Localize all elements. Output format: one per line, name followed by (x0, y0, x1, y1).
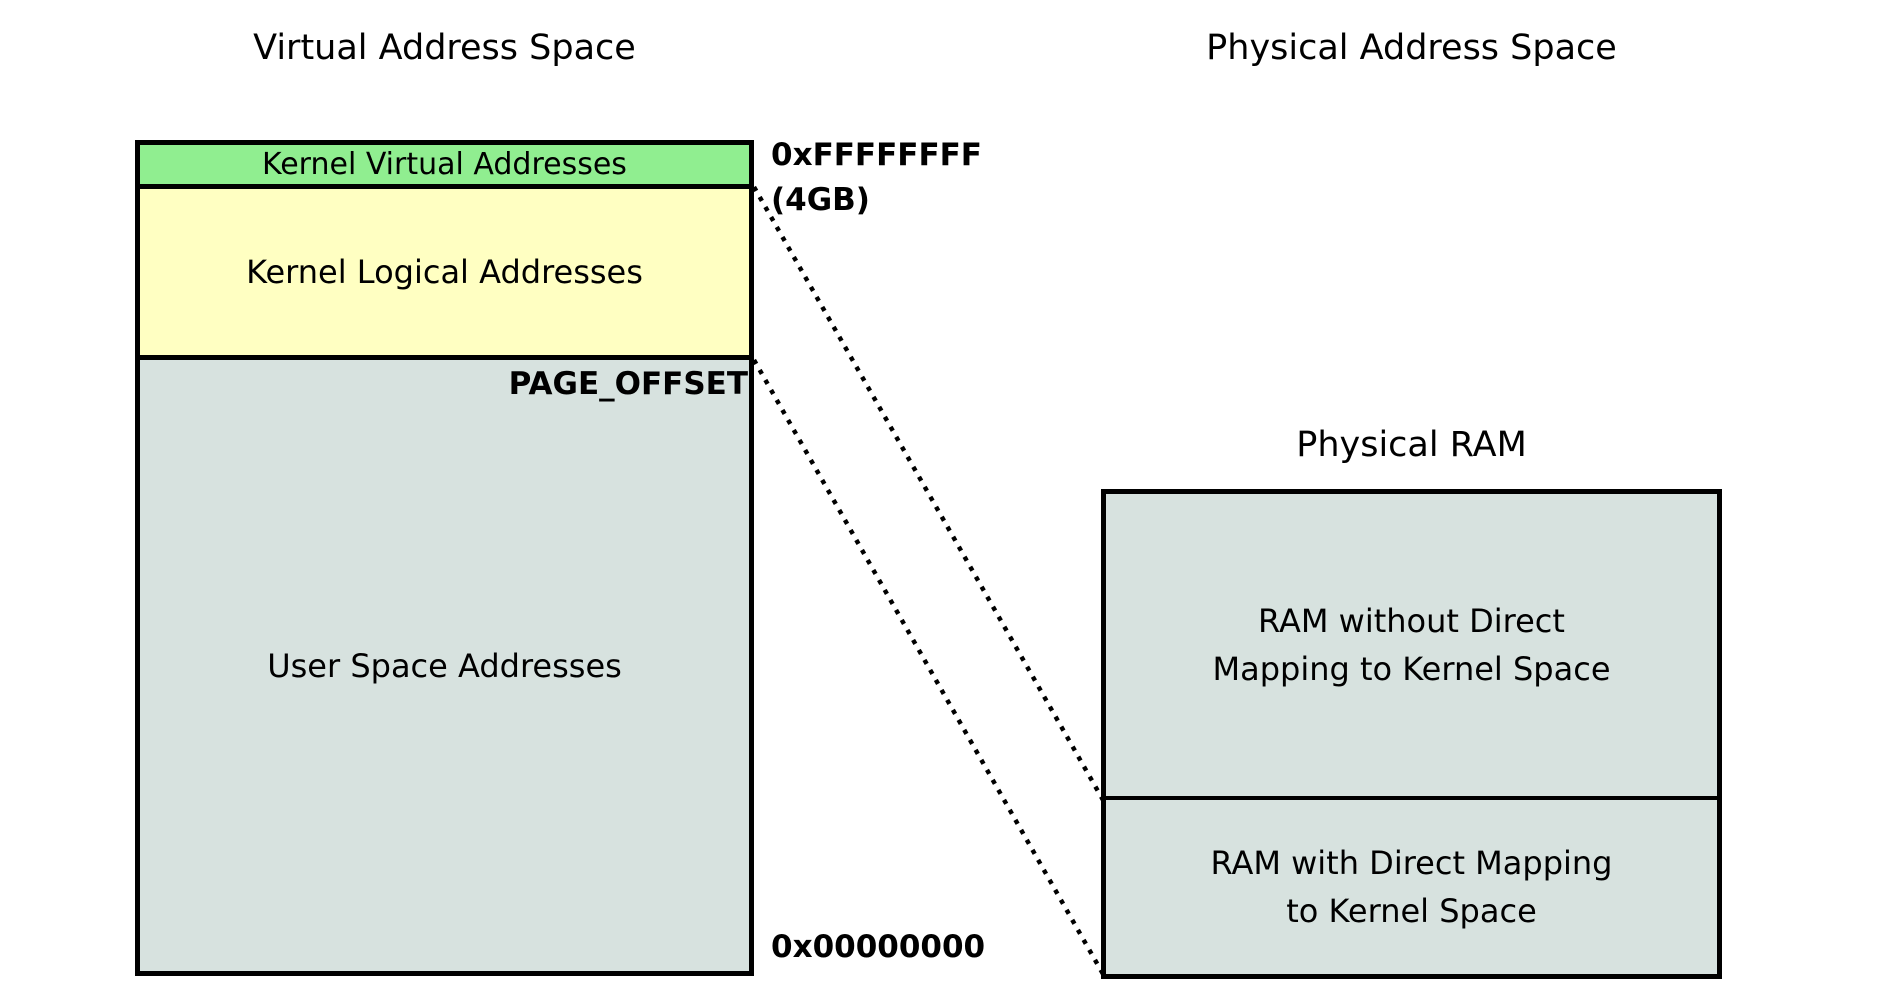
section-ram-without-direct-mapping: RAM without Direct Mapping to Kernel Spa… (1106, 494, 1717, 800)
ram-without-direct-mapping-label: RAM without Direct Mapping to Kernel Spa… (1212, 597, 1610, 693)
ram-with-direct-mapping-line2: to Kernel Space (1286, 892, 1537, 930)
physical-ram-title: Physical RAM (1296, 425, 1527, 465)
address-0xffffffff-label: 0xFFFFFFFF (771, 137, 982, 173)
kernel-logical-addresses-label: Kernel Logical Addresses (246, 253, 643, 291)
virtual-address-space-box: Kernel Virtual Addresses Kernel Logical … (135, 140, 754, 976)
ram-without-direct-mapping-line1: RAM without Direct (1258, 602, 1565, 640)
page-offset-label: PAGE_OFFSET (508, 366, 748, 402)
ram-with-direct-mapping-line1: RAM with Direct Mapping (1210, 844, 1613, 882)
top-address-annotation: 0xFFFFFFFF (4GB) (771, 133, 982, 223)
section-ram-with-direct-mapping: RAM with Direct Mapping to Kernel Space (1106, 800, 1717, 974)
section-kernel-logical-addresses: Kernel Logical Addresses (140, 189, 749, 360)
physical-ram-box: RAM without Direct Mapping to Kernel Spa… (1101, 489, 1722, 979)
ram-without-direct-mapping-line2: Mapping to Kernel Space (1212, 650, 1611, 688)
kernel-virtual-addresses-label: Kernel Virtual Addresses (262, 146, 627, 182)
virtual-address-space-title: Virtual Address Space (253, 28, 636, 68)
physical-address-space-title: Physical Address Space (1206, 28, 1617, 68)
section-kernel-virtual-addresses: Kernel Virtual Addresses (140, 145, 749, 189)
user-space-addresses-label: User Space Addresses (267, 646, 622, 685)
ram-with-direct-mapping-label: RAM with Direct Mapping to Kernel Space (1211, 839, 1613, 935)
dotted-mapping-line-lower (752, 358, 1105, 976)
address-4gb-label: (4GB) (771, 182, 870, 218)
dotted-mapping-line-upper (752, 185, 1105, 802)
address-0x00000000-label: 0x00000000 (771, 929, 986, 965)
section-user-space-addresses: User Space Addresses (140, 360, 749, 971)
